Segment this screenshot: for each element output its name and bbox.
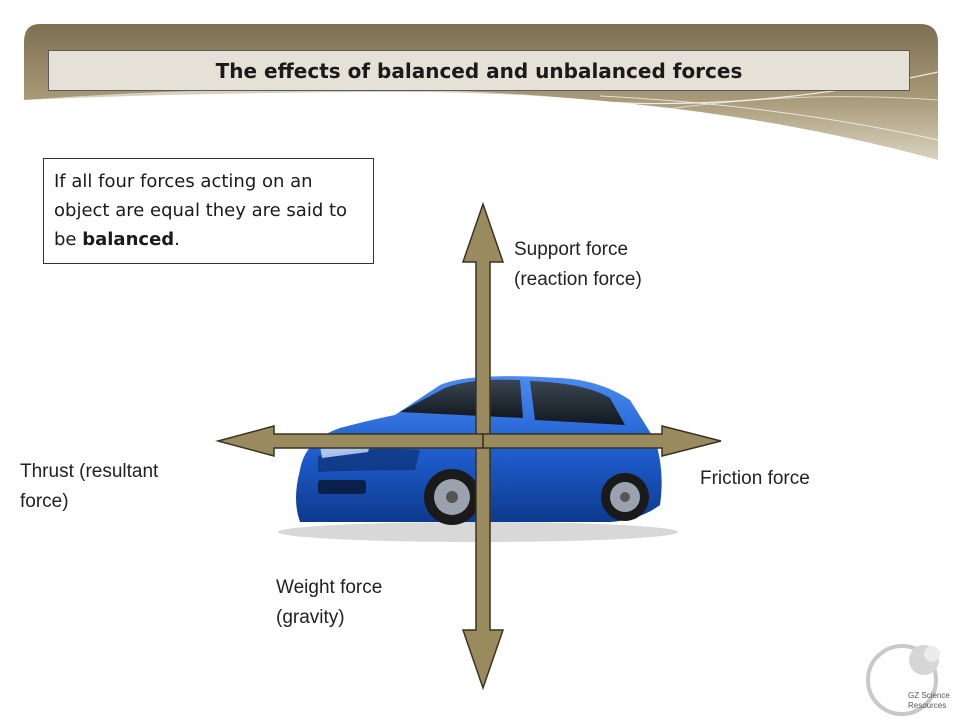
support-label-line1: Support force xyxy=(514,239,629,260)
support-label-line2: (reaction force) xyxy=(514,269,642,290)
info-text: If all four forces acting on an object a… xyxy=(54,171,348,250)
support-force-label: Support force (reaction force) xyxy=(514,235,642,295)
weight-force-label: Weight force (gravity) xyxy=(276,573,382,633)
thrust-label-line1: Thrust (resultant xyxy=(20,461,159,482)
logo-line2: Resources xyxy=(908,701,946,710)
friction-force-arrow xyxy=(482,425,722,457)
friction-label-line1: Friction force xyxy=(700,468,810,489)
info-bold-word: balanced xyxy=(82,229,175,250)
thrust-force-label: Thrust (resultant force) xyxy=(20,457,158,517)
weight-label-line2: (gravity) xyxy=(276,607,345,628)
page-title: The effects of balanced and unbalanced f… xyxy=(215,58,743,83)
title-box: The effects of balanced and unbalanced f… xyxy=(48,50,910,91)
thrust-label-line2: force) xyxy=(20,491,69,512)
info-box: If all four forces acting on an object a… xyxy=(43,158,374,264)
logo-line1: GZ Science xyxy=(908,691,950,700)
info-text-end: . xyxy=(174,229,180,250)
weight-label-line1: Weight force xyxy=(276,577,383,598)
weight-force-arrow xyxy=(461,440,505,691)
friction-force-label: Friction force xyxy=(700,464,810,494)
gz-science-logo: GZ Science Resources xyxy=(866,644,950,716)
